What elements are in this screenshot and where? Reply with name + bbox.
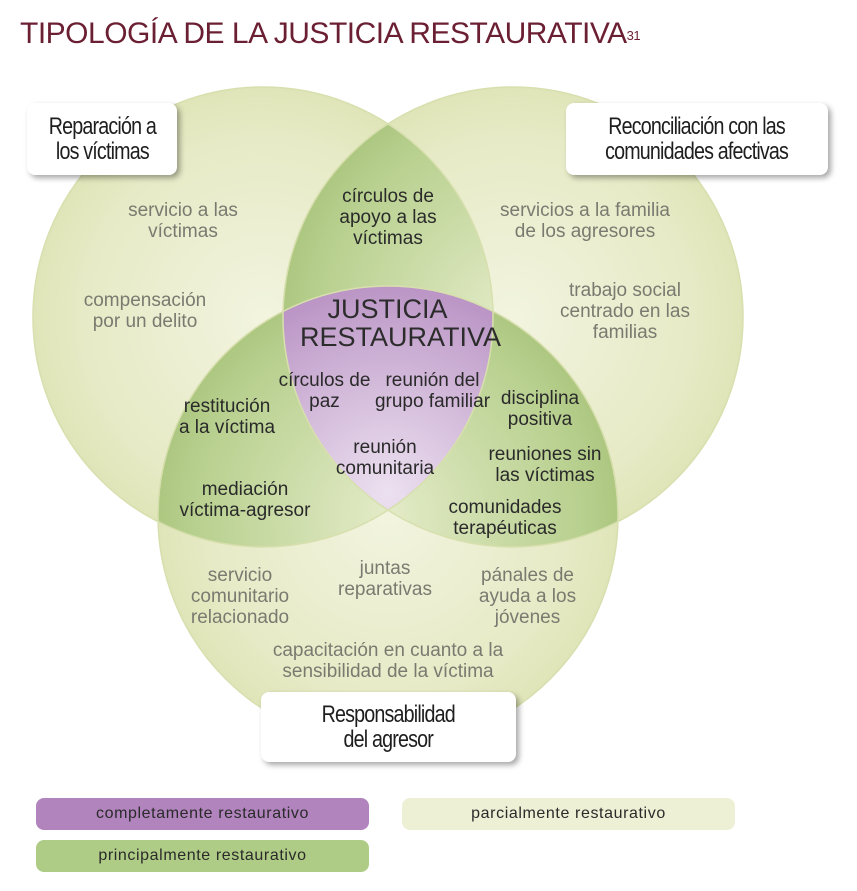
text-victims-service: servicio a las víctimas	[128, 200, 238, 242]
text-compensation: compensación por un delito	[83, 290, 207, 332]
text-repair-boards: juntas reparativas	[338, 558, 432, 600]
text-community-service: servicio comunitario relacionado	[190, 565, 290, 628]
label-offender-responsibility: Responsabilidad del agresor	[261, 692, 516, 762]
text-sensitivity-training: capacitación en cuanto a la sensibilidad…	[272, 640, 504, 682]
legend-principally-restorative: principalmente restaurativo	[36, 840, 369, 872]
legend-partially-restorative: parcialmente restaurativo	[402, 798, 735, 830]
outline-communities	[282, 86, 744, 548]
text-social-work: trabajo social centrado en las familias	[560, 280, 690, 343]
text-meetings-without-victims: reuniones sin las víctimas	[488, 444, 602, 486]
text-family-group-meeting: reunión del grupo familiar	[374, 370, 491, 412]
text-community-meeting: reunión comunitaria	[335, 437, 435, 479]
label-community-reconciliation: Reconciliación con las comunidades afect…	[566, 103, 828, 175]
text-youth-panels: pánales de ayuda a los jóvenes	[478, 565, 577, 628]
text-peace-circles: círculos de paz	[278, 370, 371, 412]
text-support-circles: círculos de apoyo a las víctimas	[339, 186, 437, 249]
page-title: TIPOLOGÍA DE LA JUSTICIA RESTAURATIVA31	[20, 17, 641, 50]
text-therapeutic-communities: comunidades terapéuticas	[448, 497, 562, 539]
text-mediation: mediación víctima-agresor	[179, 479, 311, 521]
legend-completely-restorative: completamente restaurativo	[36, 798, 369, 830]
center-title: JUSTICIA RESTAURATIVA	[300, 294, 502, 352]
outline-victims	[32, 86, 494, 548]
footnote-marker: 31	[626, 28, 641, 43]
text-restitution: restitución a la víctima	[178, 396, 276, 438]
text-family-services: servicios a la familia de los agresores	[500, 200, 670, 242]
text-positive-discipline: disciplina positiva	[500, 388, 580, 430]
label-victims-reparation: Reparación a los víctimas	[27, 103, 177, 175]
